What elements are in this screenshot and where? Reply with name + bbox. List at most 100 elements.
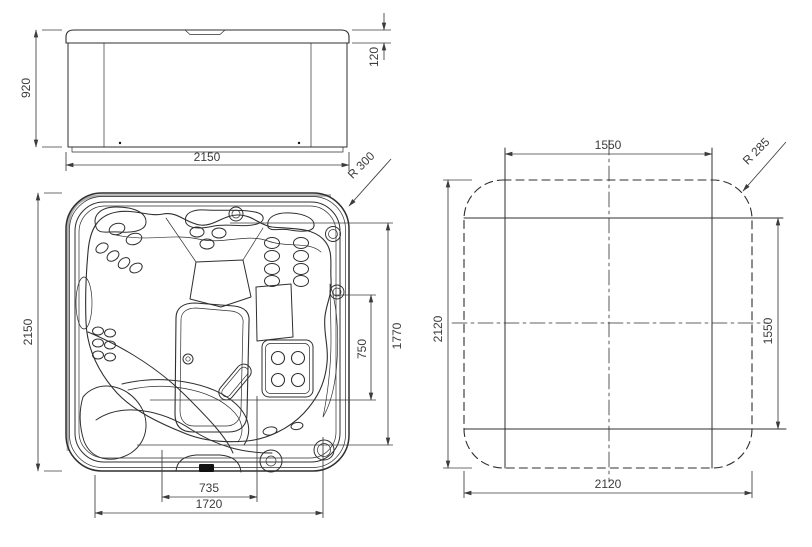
jet-oval [189, 226, 205, 238]
panel-outline [261, 339, 314, 398]
jet-oval [264, 275, 280, 287]
capsule-jet [218, 363, 252, 401]
jet-oval [106, 250, 120, 262]
tub-shell-edge [74, 201, 341, 463]
jet-oval [264, 263, 280, 275]
ring [259, 449, 283, 473]
bottom-pocket [175, 454, 242, 473]
headrest-pillow-center [184, 209, 264, 229]
jet-oval [293, 250, 309, 262]
extension-lines-120 [352, 29, 391, 44]
cabinet-outline [67, 42, 348, 148]
centerlines [451, 139, 769, 483]
dim-label-735: 735 [199, 481, 219, 495]
dim-label-plan-height: 2150 [21, 318, 35, 345]
radius-leader-r300 [348, 158, 392, 207]
tub-rim-line-2 [69, 196, 346, 468]
dim-label-cutout-left: 2120 [431, 315, 445, 342]
ring-inner [265, 455, 277, 467]
extension-lines-right-dims [137, 222, 393, 446]
drain-circle [182, 353, 194, 365]
panel-inner [265, 343, 310, 394]
extension-lines-2150-height [44, 192, 62, 472]
jet-oval [104, 352, 116, 362]
jet-columns-right [264, 237, 309, 287]
jet-oval [108, 222, 126, 236]
cabinet-base-strip [71, 146, 344, 153]
plan-view: 2150 750 1770 735 1720 R 300 [21, 149, 404, 518]
dim-label-750: 750 [355, 339, 369, 359]
jet-oval [117, 257, 131, 269]
jet-cluster-left-side [92, 326, 116, 362]
extension-lines-2120-left [443, 179, 472, 469]
cutout-view: 1550 R 285 2120 1550 2120 [431, 135, 787, 498]
dim-label-lid-thickness: 120 [367, 47, 381, 67]
ring [228, 206, 244, 222]
ring-inner [317, 443, 331, 457]
jet-oval [293, 237, 309, 249]
jet-oval [92, 350, 104, 360]
bottom-vent-slot [199, 464, 214, 472]
jet-oval [211, 227, 227, 239]
dim-label-cutout-right: 1550 [761, 317, 775, 344]
ring-inner [328, 229, 338, 239]
cabinet-panel-lines [103, 42, 312, 148]
right-seat-crescent [322, 283, 339, 418]
headrest-pillow-right [267, 212, 315, 232]
jet-oval [92, 338, 104, 348]
cutout-dashed-outline [463, 179, 753, 469]
jet-cluster-top-left [95, 222, 143, 274]
jet-oval [129, 262, 143, 274]
seat-base-center [189, 259, 252, 308]
ring [325, 226, 341, 242]
lid-outline [65, 29, 350, 44]
jet-oval [92, 326, 104, 336]
lounger-contours [75, 276, 339, 460]
jet-oval [95, 242, 109, 254]
water-wave-line [111, 233, 322, 253]
panel-button [270, 350, 286, 366]
jet-oval [125, 232, 143, 246]
cutout-solid-verticals [504, 147, 713, 469]
cabinet-fastener-dot [118, 141, 122, 145]
jet-oval [293, 263, 309, 275]
jet-oval [199, 238, 215, 250]
footwell-inner [179, 307, 244, 427]
edge-shading [66, 194, 331, 451]
panel-button [270, 372, 286, 388]
lid-handle-recess [184, 29, 226, 35]
seat-back-lines [165, 217, 264, 263]
lounger-curve [87, 331, 234, 454]
dim-label-r300: R 300 [345, 149, 378, 182]
left-seat-pad [75, 276, 93, 330]
fitting-rings [228, 206, 345, 473]
jet-oval [262, 426, 278, 436]
jet-oval [104, 328, 116, 338]
dim-label-cutout-bottom: 2120 [595, 477, 622, 491]
dim-label-side-height: 920 [19, 78, 33, 98]
panel-button [290, 350, 306, 366]
drain-inner [185, 356, 191, 362]
footwell [174, 302, 252, 433]
extension-lines-bottom-dims [94, 396, 324, 518]
side-view: 920 120 2150 [19, 13, 391, 171]
dim-label-cutout-top: 1550 [595, 138, 622, 152]
jet-oval [264, 237, 280, 249]
cutout-solid-horizontals [463, 217, 787, 430]
lounger-curve [95, 409, 273, 454]
dim-label-1770: 1770 [390, 322, 404, 349]
jet-oval [293, 275, 309, 287]
ring [313, 439, 335, 461]
radius-leader-r285 [742, 141, 787, 192]
tub-shell-inner [78, 205, 337, 459]
control-panel [261, 339, 314, 398]
dim-label-side-width: 2150 [194, 150, 221, 164]
seat-base-right [255, 283, 294, 342]
extension-lines-2150-width [65, 152, 350, 171]
capsule-jet-inner [221, 366, 249, 398]
lounger-curve-inner [127, 385, 243, 443]
footwell-outline [174, 302, 250, 433]
jet-pair-bottom [262, 421, 304, 436]
